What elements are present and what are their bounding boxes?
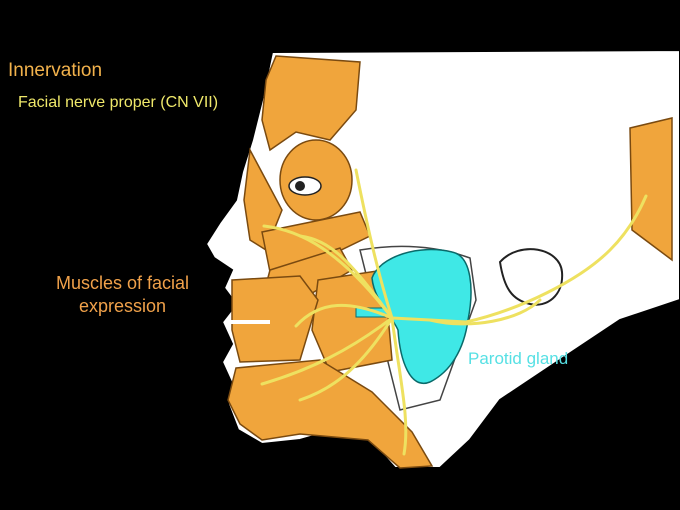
pupil [295, 181, 305, 191]
frontalis-muscle [261, 55, 361, 152]
muscles-label-line2: expression [79, 296, 167, 316]
title: Innervation [8, 60, 103, 81]
parotid-label: Parotid gland [468, 349, 569, 368]
muscles-label: Muscles of facial expression [56, 272, 189, 318]
facial-nerve-branches [260, 168, 648, 456]
subtitle: Facial nerve proper (CN VII) [18, 94, 219, 111]
muscles-label-line1: Muscles of facial [56, 273, 190, 293]
parotid-gland [371, 248, 472, 385]
orbicularis-oris-muscle [231, 275, 319, 363]
temporal-muscle [629, 117, 673, 262]
ear [498, 248, 564, 306]
platysma-muscle [227, 359, 434, 469]
nasalis-muscle [243, 147, 283, 252]
